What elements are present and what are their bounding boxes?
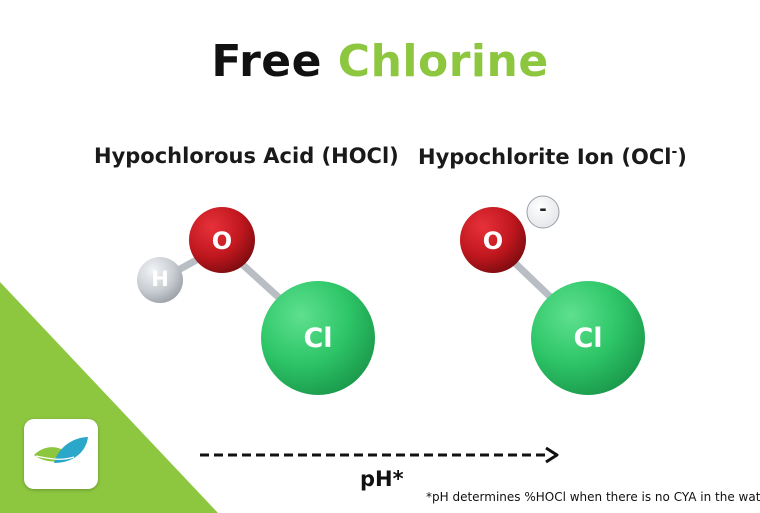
leaf-logo-graphic: [34, 437, 88, 463]
negative-charge-badge: [526, 195, 560, 229]
chlorine-symbol-left: Cl: [303, 323, 333, 354]
leaf-logo-icon: [24, 419, 98, 489]
oxygen-atom-right: [460, 207, 526, 273]
ocl-label-main: Hypochlorite Ion (OCl: [418, 145, 672, 169]
page-title: Free Chlorine: [0, 36, 760, 87]
ocl-label-close: ): [677, 145, 687, 169]
ocl-label-charge: -: [671, 144, 678, 160]
chlorine-atom-right: [531, 281, 645, 395]
title-word-free: Free: [211, 36, 322, 87]
ph-label: pH*: [360, 467, 404, 491]
oxygen-symbol-right: O: [482, 227, 504, 255]
title-word-chlorine: Chlorine: [337, 36, 549, 87]
oxygen-atom-left: [189, 207, 255, 273]
ocl-label: Hypochlorite Ion (OCl-): [418, 144, 687, 169]
hydrogen-symbol: H: [151, 267, 169, 291]
chlorine-symbol-right: Cl: [573, 323, 603, 354]
leaf-blue: [54, 437, 88, 463]
oxygen-symbol-left: O: [211, 227, 233, 255]
ph-arrow-head: [545, 446, 559, 464]
leaf-vein: [35, 455, 75, 460]
chlorine-atom-left: [261, 281, 375, 395]
hydrogen-atom: [137, 257, 183, 303]
hocl-label: Hypochlorous Acid (HOCl): [94, 144, 399, 168]
negative-charge-sign: -: [539, 199, 547, 220]
footnote: *pH determines %HOCl when there is no CY…: [426, 490, 760, 504]
